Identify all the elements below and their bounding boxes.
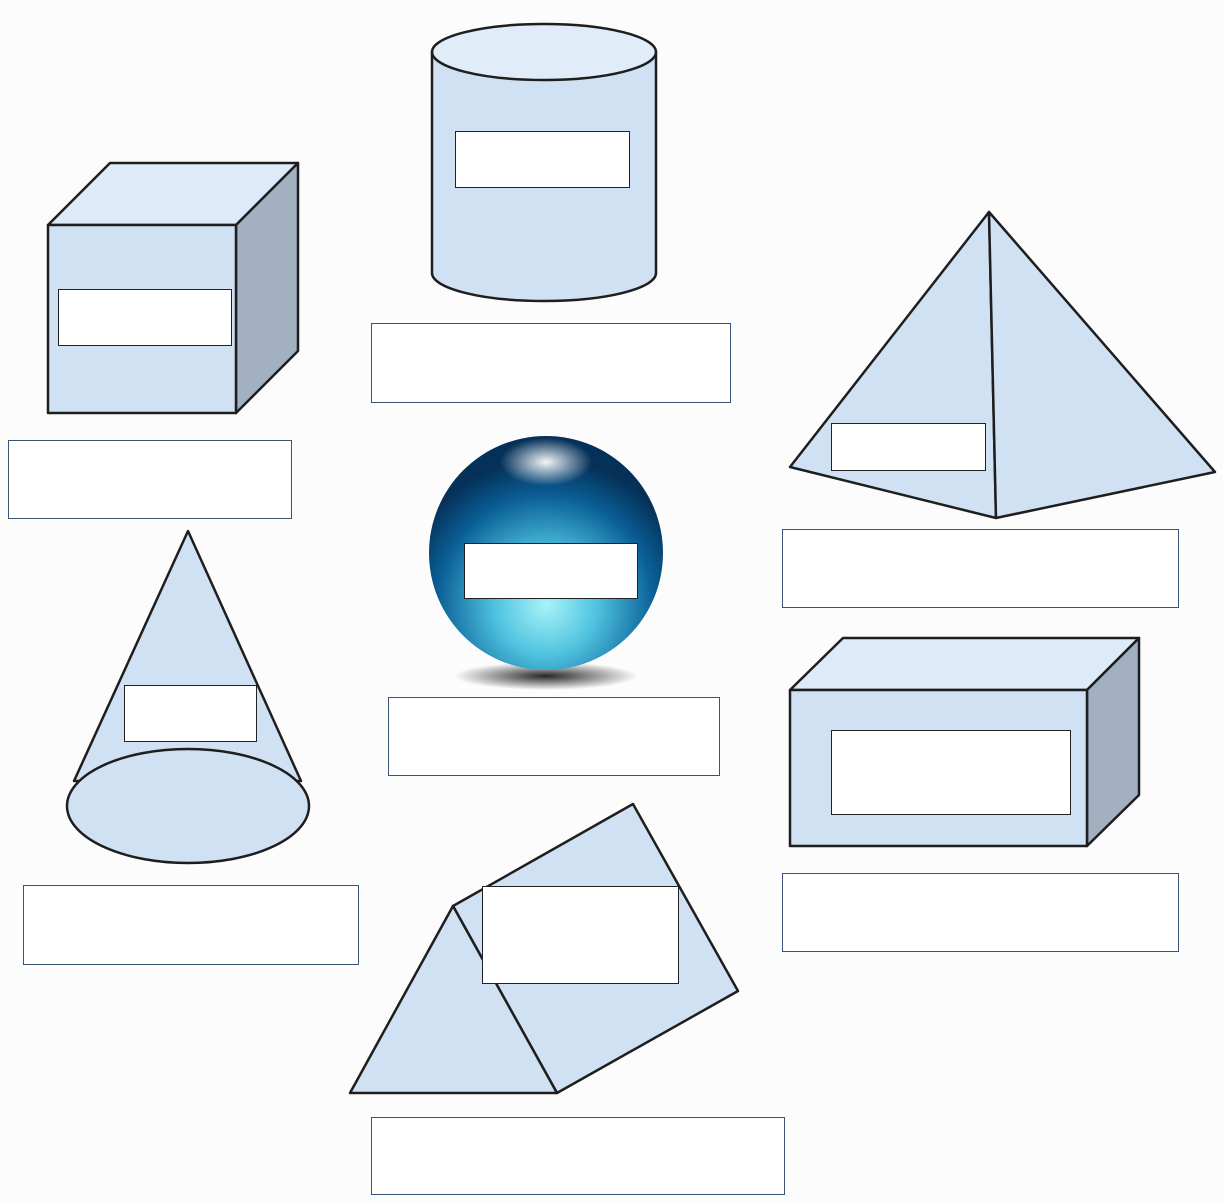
triangular-prism-inner-label[interactable] <box>482 886 679 984</box>
rectangular-prism-answer-box[interactable] <box>782 873 1179 952</box>
pyramid-answer-box[interactable] <box>782 529 1179 608</box>
cone-answer-box[interactable] <box>23 885 359 965</box>
sphere-inner-label[interactable] <box>464 543 638 599</box>
pyramid-icon <box>788 210 1217 520</box>
cylinder-inner-label[interactable] <box>455 131 630 188</box>
cone-inner-label[interactable] <box>124 685 257 742</box>
rectangular-prism-inner-label[interactable] <box>831 730 1071 815</box>
cube-inner-label[interactable] <box>58 289 232 346</box>
cube-answer-box[interactable] <box>8 440 292 519</box>
sphere-answer-box[interactable] <box>388 697 720 776</box>
pyramid-inner-label[interactable] <box>831 423 986 471</box>
cylinder-answer-box[interactable] <box>371 323 731 403</box>
cube-icon <box>46 161 300 415</box>
triangular-prism-answer-box[interactable] <box>371 1117 785 1195</box>
